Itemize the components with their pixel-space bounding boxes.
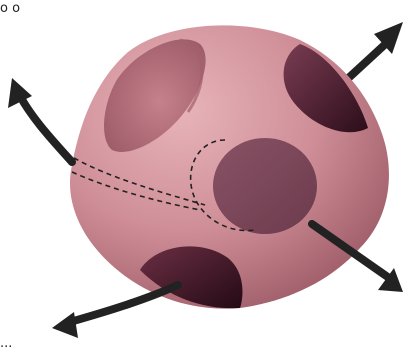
arrow-up-left-icon	[8, 78, 72, 162]
spot-center	[213, 138, 317, 234]
arrow-down-left-icon	[52, 285, 178, 338]
label-top-fragment: o o	[0, 2, 20, 15]
label-bottom-fragment: ...	[0, 337, 12, 350]
